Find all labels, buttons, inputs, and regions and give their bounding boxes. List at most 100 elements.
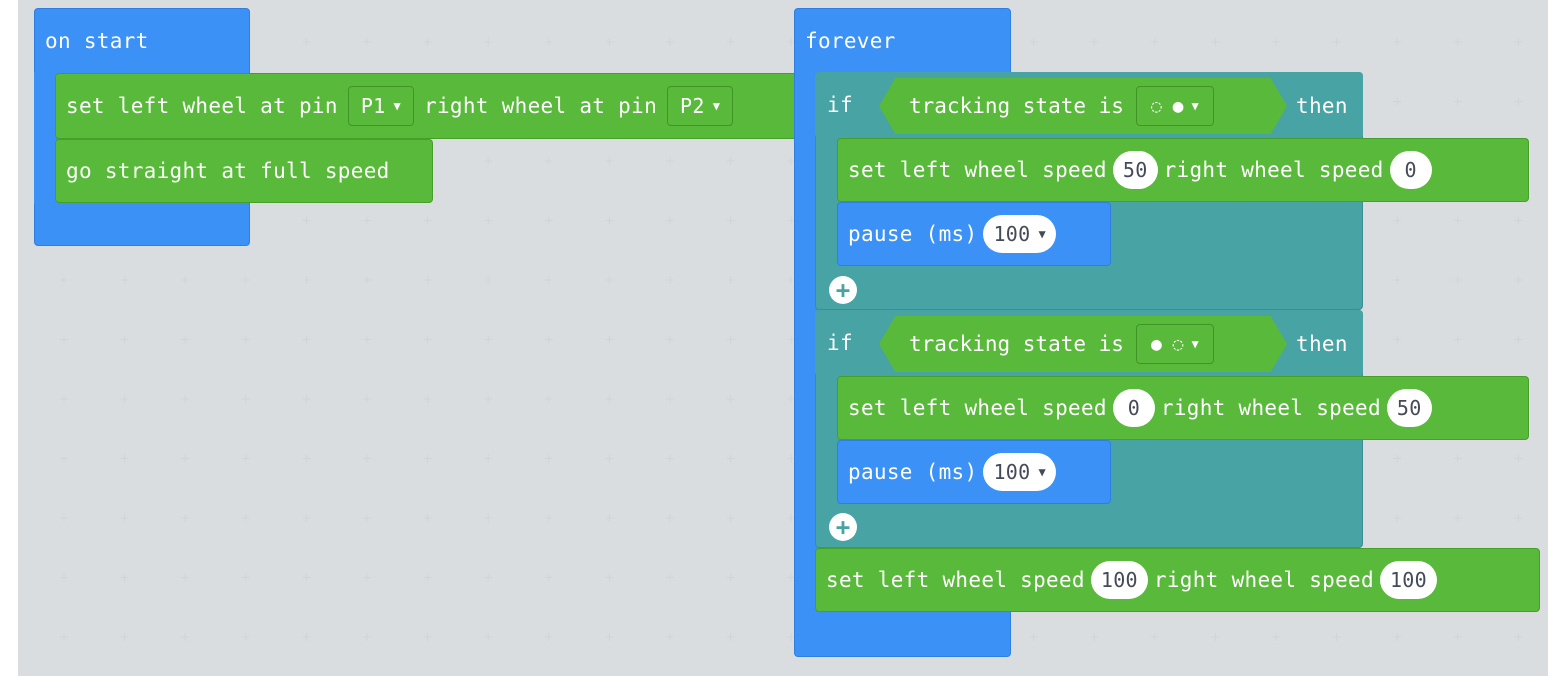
grid-cross (241, 633, 250, 641)
on-start-label: on start (45, 29, 149, 53)
grid-cross (60, 514, 68, 522)
left-speed-input-final[interactable]: 100 (1090, 561, 1148, 599)
right-speed-label-1: right wheel speed (1163, 158, 1384, 182)
grid-cross (1150, 633, 1159, 641)
set-left-speed-label-final: set left wheel speed (826, 568, 1085, 592)
pause-label-2: pause (ms) (848, 460, 978, 484)
set-speed-block-1[interactable]: set left wheel speed 50 right wheel spee… (837, 138, 1529, 202)
if-1-condition[interactable]: tracking state is ◌ ● ▼ (879, 78, 1287, 134)
grid-cross (1272, 633, 1280, 641)
grid-cross (1453, 335, 1462, 344)
grid-cross (60, 335, 68, 344)
plus-circle-icon[interactable]: + (829, 276, 857, 304)
if-2-tracking-value: ● ◌ (1150, 333, 1184, 355)
grid-cross (544, 573, 553, 582)
grid-cross (787, 216, 796, 225)
right-speed-input-1[interactable]: 0 (1389, 151, 1432, 189)
grid-cross (1453, 216, 1462, 225)
grid-cross (726, 514, 735, 522)
grid-cross (302, 395, 311, 403)
grid-cross (605, 157, 614, 165)
grid-cross (544, 335, 553, 344)
grid-cross (363, 514, 371, 522)
left-speed-input-1[interactable]: 50 (1112, 151, 1158, 189)
grid-cross (363, 216, 371, 225)
if-1-label: if (827, 93, 853, 117)
grid-cross (60, 633, 68, 641)
grid-cross (544, 157, 553, 165)
grid-cross (605, 454, 614, 463)
grid-cross (241, 395, 250, 403)
pause-input-1[interactable]: 100 ▼ (983, 215, 1056, 253)
set-speed-block-2[interactable]: set left wheel speed 0 right wheel speed… (837, 376, 1529, 440)
grid-cross (484, 335, 493, 344)
grid-cross (1514, 633, 1523, 641)
pause-value-2: 100 (993, 460, 1031, 484)
grid-cross (1211, 633, 1220, 641)
grid-cross (787, 514, 796, 522)
right-pin-value: P2 (680, 94, 705, 118)
grid-cross (60, 395, 68, 403)
grid-cross (60, 573, 68, 582)
grid-cross (423, 573, 432, 582)
right-speed-input-2[interactable]: 50 (1386, 389, 1432, 427)
grid-cross (1393, 97, 1402, 106)
grid-cross (544, 633, 553, 641)
grid-cross (302, 38, 311, 46)
grid-cross (302, 216, 311, 225)
grid-cross (484, 38, 493, 46)
grid-cross (544, 216, 553, 225)
grid-cross (120, 276, 129, 284)
grid-cross (1332, 38, 1341, 46)
on-start-body-cover (34, 72, 56, 204)
plus-circle-icon[interactable]: + (829, 513, 857, 541)
grid-cross (787, 335, 796, 344)
if-2-condition[interactable]: tracking state is ● ◌ ▼ (879, 316, 1287, 372)
left-speed-input-2[interactable]: 0 (1112, 389, 1155, 427)
grid-cross (1514, 454, 1523, 463)
grid-cross (787, 395, 796, 403)
grid-cross (726, 38, 735, 46)
grid-cross (605, 514, 614, 522)
grid-cross (666, 395, 674, 403)
grid-cross (363, 633, 371, 641)
grid-cross (1211, 38, 1220, 46)
pause-input-2[interactable]: 100 ▼ (983, 453, 1056, 491)
grid-cross (241, 335, 250, 344)
grid-cross (666, 157, 674, 165)
set-wheel-pins-block[interactable]: set left wheel at pin P1 ▼ right wheel a… (55, 73, 815, 139)
forever-label: forever (805, 29, 896, 53)
grid-cross (181, 514, 190, 522)
grid-cross (120, 454, 129, 463)
grid-cross (1150, 38, 1159, 46)
right-speed-input-final[interactable]: 100 (1379, 561, 1437, 599)
grid-cross (787, 454, 796, 463)
grid-cross (1029, 38, 1038, 46)
grid-cross (787, 633, 796, 641)
right-pin-dropdown[interactable]: P2 ▼ (667, 86, 734, 126)
pause-block-2[interactable]: pause (ms) 100 ▼ (837, 440, 1111, 504)
grid-cross (666, 454, 674, 463)
caret-down-icon: ▼ (1191, 337, 1199, 351)
if-1-tracking-dropdown[interactable]: ◌ ● ▼ (1135, 86, 1214, 126)
grid-cross (120, 395, 129, 403)
grid-cross (726, 216, 735, 225)
go-straight-block[interactable]: go straight at full speed (55, 139, 433, 203)
grid-cross (484, 573, 493, 582)
grid-cross (605, 395, 614, 403)
if-2-tracking-dropdown[interactable]: ● ◌ ▼ (1135, 324, 1214, 364)
left-pin-value: P1 (360, 94, 386, 118)
pause-block-1[interactable]: pause (ms) 100 ▼ (837, 202, 1111, 266)
grid-cross (484, 633, 493, 641)
left-pin-dropdown[interactable]: P1 ▼ (347, 86, 415, 126)
grid-cross (666, 216, 674, 225)
grid-cross (1453, 514, 1462, 522)
grid-cross (484, 395, 493, 403)
set-speed-block-final[interactable]: set left wheel speed 100 right wheel spe… (815, 548, 1540, 612)
grid-cross (423, 395, 432, 403)
grid-cross (181, 395, 190, 403)
grid-cross (302, 514, 311, 522)
grid-cross (241, 454, 250, 463)
grid-cross (787, 157, 796, 165)
grid-cross (1393, 633, 1402, 641)
